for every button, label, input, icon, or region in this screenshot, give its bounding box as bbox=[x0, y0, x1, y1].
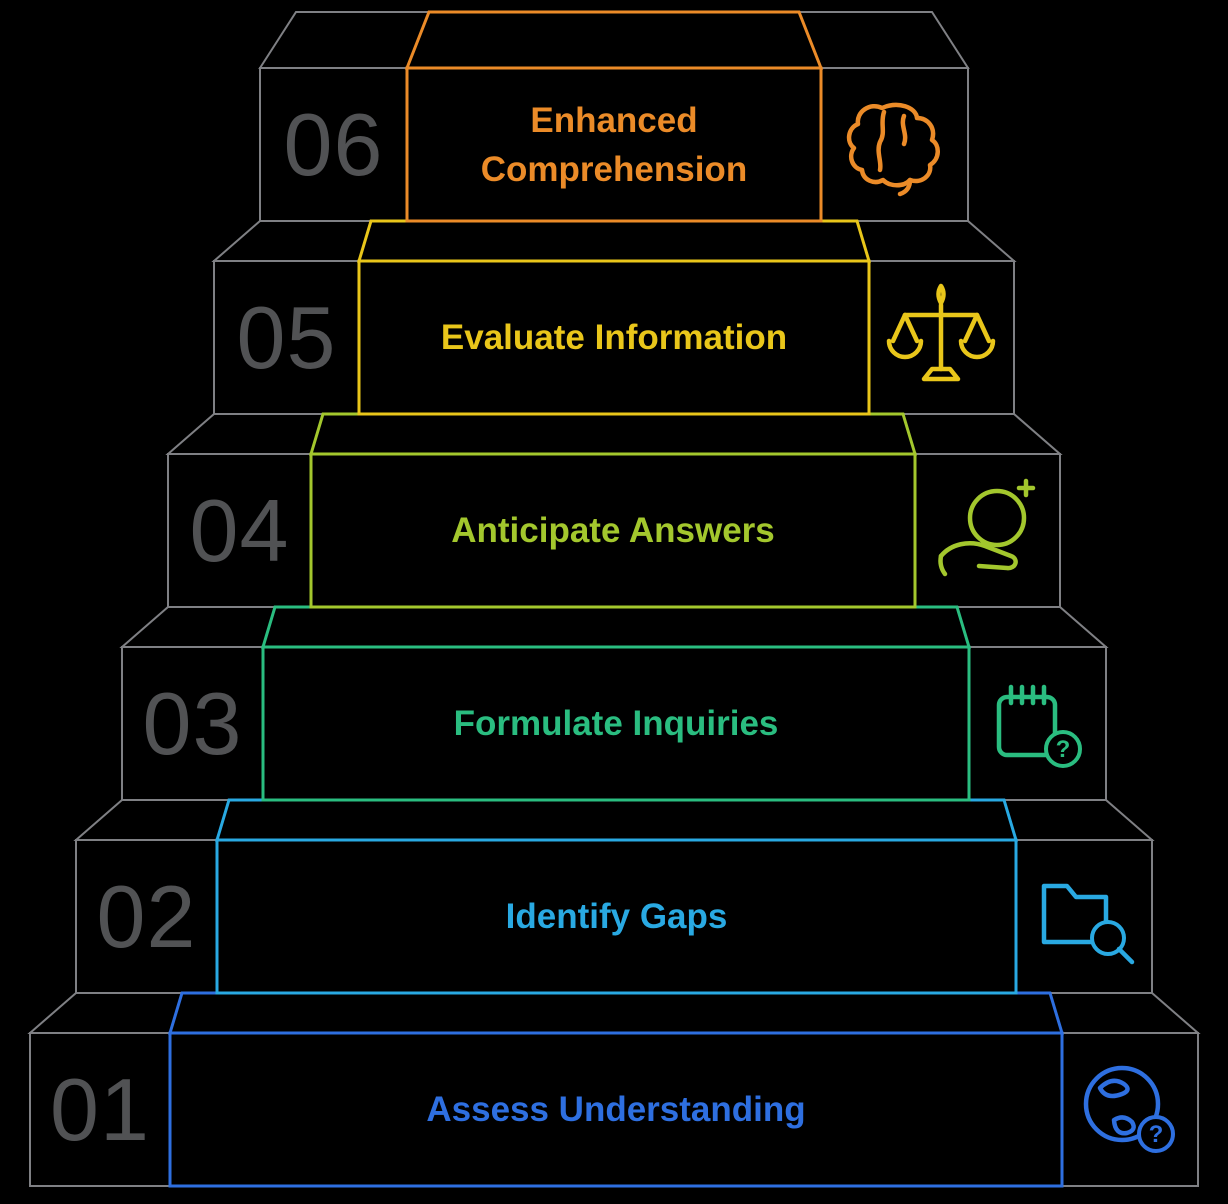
step-6-number: 06 bbox=[283, 94, 384, 194]
folder-search-icon bbox=[1041, 883, 1135, 965]
step-5-highlight-box bbox=[356, 219, 872, 416]
globe-question-icon: ? bbox=[1083, 1065, 1175, 1153]
step-5-label: Evaluate Information bbox=[440, 318, 788, 357]
step-4-number: 04 bbox=[189, 480, 290, 580]
step-5-box-top bbox=[356, 219, 872, 263]
step-2-box-top bbox=[214, 798, 1019, 842]
balance-scale-icon bbox=[886, 283, 996, 382]
step-2-highlight-box bbox=[214, 798, 1019, 995]
step-1-label: Assess Understanding bbox=[426, 1090, 806, 1129]
step-5-number: 05 bbox=[236, 287, 337, 387]
notepad-question-icon: ? bbox=[996, 684, 1082, 768]
step-4-label: Anticipate Answers bbox=[451, 511, 775, 550]
step-4-box-top bbox=[308, 412, 918, 456]
question-glyph: ? bbox=[1149, 1121, 1164, 1148]
step-6-label: Enhanced Comprehension bbox=[480, 100, 748, 189]
step-1-box-top bbox=[167, 991, 1065, 1035]
step-2-number: 02 bbox=[96, 866, 197, 966]
hand-sparkle-icon bbox=[938, 478, 1036, 577]
step-4-highlight-box bbox=[308, 412, 918, 609]
step-2-label: Identify Gaps bbox=[505, 897, 728, 936]
step-6-highlight-box bbox=[404, 10, 824, 223]
question-glyph: ? bbox=[1056, 736, 1071, 763]
brain-icon bbox=[846, 102, 940, 197]
step-1-highlight-box bbox=[167, 991, 1065, 1188]
step-3-box-top bbox=[260, 605, 972, 649]
step-1-number: 01 bbox=[50, 1059, 150, 1159]
step-3-highlight-box bbox=[260, 605, 972, 802]
step-3-number: 03 bbox=[142, 673, 243, 773]
step-6-box-top bbox=[404, 10, 824, 70]
step-3-label: Formulate Inquiries bbox=[453, 704, 779, 743]
